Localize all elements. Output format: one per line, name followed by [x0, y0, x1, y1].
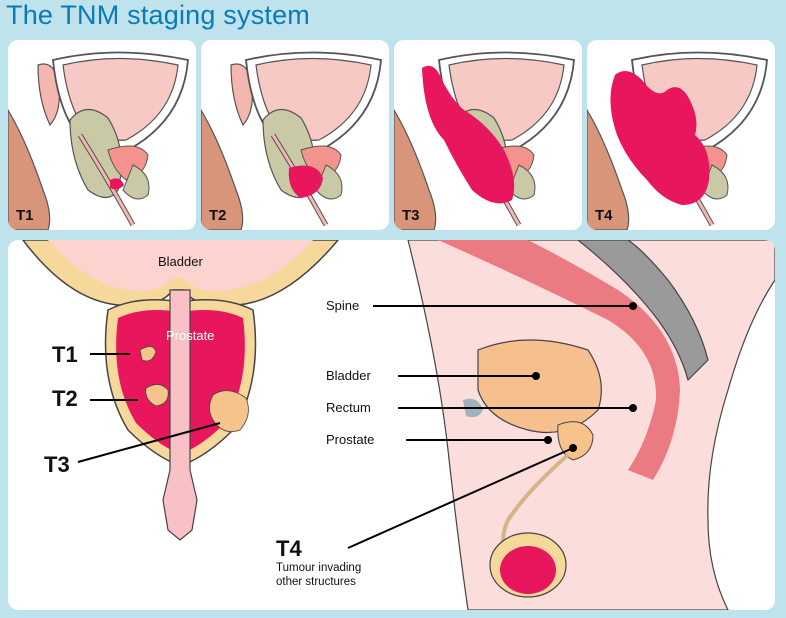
front-bladder-label: Bladder [158, 254, 203, 269]
stage-panel-t4: T4 [587, 40, 775, 230]
stage-illustration-t2 [201, 51, 382, 230]
stage-illustration-t3 [394, 51, 575, 230]
stage-label: T2 [209, 207, 227, 224]
stage-illustration-t1 [8, 51, 189, 230]
side-rectum-label: Rectum [326, 400, 371, 415]
stage-panel-t2: T2 [201, 40, 389, 230]
page-title: The TNM staging system [6, 0, 310, 30]
anatomy-panel: Bladder Prostate T1 T2 T3 Spine Bladder … [8, 240, 775, 610]
stage-panel-t3: T3 [394, 40, 582, 230]
side-t4-desc-1: Tumour invading [276, 562, 362, 574]
stage-label: T1 [16, 207, 34, 224]
front-t1-label: T1 [52, 342, 78, 367]
stage-label: T4 [595, 207, 613, 224]
anatomy-illustration [22, 240, 775, 610]
side-t4-label: T4 [276, 536, 302, 561]
stage-label: T3 [402, 207, 420, 224]
side-prostate-label: Prostate [326, 432, 375, 447]
front-t2-label: T2 [52, 386, 78, 411]
stage-panel-t1: T1 [8, 40, 196, 230]
side-t4-desc-2: other structures [276, 576, 356, 588]
front-t3-label: T3 [44, 452, 70, 477]
front-prostate-label: Prostate [166, 328, 215, 343]
side-spine-label: Spine [326, 298, 360, 313]
stage-illustration-t4 [587, 51, 768, 230]
side-bladder-label: Bladder [326, 368, 371, 383]
